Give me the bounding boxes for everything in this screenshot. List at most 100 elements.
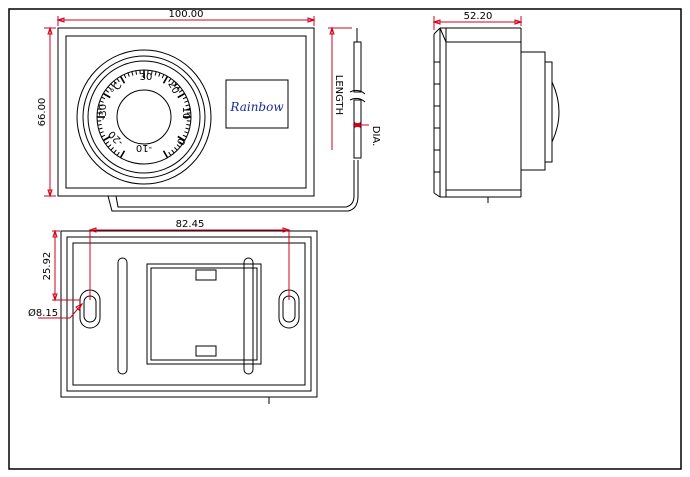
dial-ring-2 [82,55,206,179]
dial-label-10: 10 [180,107,191,120]
side-tab-1 [433,61,441,85]
dial-knob [116,89,172,145]
front-dimensions: 100.00 66.00 LENGTH DIA. [37,9,381,198]
dim-hole-dia: Ø8.15 [28,307,58,319]
dial-tick [182,134,187,138]
dial-tick [101,96,106,100]
dial-label-20: 20 [165,79,181,96]
keyhole-left [79,289,101,329]
dim-depth: 52.20 [464,11,493,22]
dial-tick [154,71,157,76]
dim-dia: DIA. [370,126,381,147]
dial-tick [107,86,112,90]
dial-tick [177,135,186,142]
dial-ring-3 [87,60,201,174]
dial-ring-outer [76,49,212,185]
brand-label-window [225,79,289,129]
dial-tick [97,123,102,126]
drawing-border [8,8,682,470]
dim-hole-spacing: 82.45 [176,219,205,230]
side-view: 52.20 [432,11,560,203]
dial-tick [97,108,102,111]
dial-tick [98,104,103,107]
dial-tick [105,89,110,93]
front-inner-bezel [65,35,307,189]
dial-tick [178,89,183,93]
dial-tick [178,141,183,145]
dial-unit-label: °C [109,81,125,97]
dial-tick [168,151,172,156]
rear-slot-right [243,257,254,375]
dial-tick [110,83,114,87]
dial-tick [161,74,165,79]
dial-tick [107,144,112,148]
dial-tick [184,131,189,134]
capillary-tube [107,160,359,212]
dial-tick [158,72,161,77]
dial-tick [127,72,130,77]
dial-label-minus-30: -30 [98,104,109,120]
side-knob-ring [544,61,553,163]
rear-view: 82.45 25.92 Ø8.15 [28,219,318,404]
dial-tick [123,74,127,79]
keyhole-right [278,289,300,329]
dial-tick [171,149,175,154]
dim-length: LENGTH [333,75,344,115]
rear-center-plate-inner [150,267,258,361]
dial-tick [171,80,175,85]
rear-outer-housing [60,230,318,398]
dial-ticks [97,70,191,159]
dial-tick [150,70,153,75]
dial-tick [131,71,134,76]
dial-tick [116,151,120,156]
brand-logo: Rainbow [229,100,284,114]
dial-tick [110,147,114,151]
dial-tick [102,92,111,99]
dial-label-minus-20: -20 [107,128,126,147]
dial-tick [113,149,117,154]
sensor-bulb-upper [353,41,362,93]
dial-tick [116,78,120,83]
dial-label-30: 30 [140,72,153,83]
dim-hole-offset: 25.92 [42,252,53,281]
rear-clip-top [195,269,217,281]
dial-tick [186,108,191,111]
dial-tick [176,144,181,148]
capillary-tube-inner [115,160,355,208]
dial-tick [102,135,111,142]
dial-tick [113,80,117,85]
dial-tick [135,70,138,75]
dial-tick [119,150,126,159]
front-view: 30 20 10 0 -10 -20 -30 °C Rainbow [57,27,315,197]
dial-tick [174,147,178,151]
dial-tick [176,86,181,90]
dial-tick [186,123,191,126]
front-outer-housing [57,27,315,197]
side-knob-dome [551,81,560,143]
dial-tick [185,127,190,130]
dim-height: 66.00 [37,98,48,127]
dial-tick [184,100,189,103]
dial-tick [162,150,169,159]
side-tab-2 [433,105,441,129]
dial-tick [174,83,178,87]
capillary-sensor [107,28,366,212]
rear-center-plate [146,263,262,365]
dial-tick [99,100,104,103]
rear-clip-bottom [195,345,217,357]
side-body [445,41,522,191]
dial-tick [162,75,169,84]
dim-width: 100.00 [169,9,204,20]
side-tab-3 [433,149,441,173]
sensor-bulb-lower [353,99,362,159]
dial-label-minus-10: -10 [136,142,152,153]
dial-tick [168,78,172,83]
dial-tick [101,134,106,138]
dial-tick [105,141,110,145]
side-knob-base [520,51,546,171]
dial-tick [182,96,187,100]
dial-tick [119,75,126,84]
bulb-break-mark [349,89,366,103]
dial-tick [99,131,104,134]
